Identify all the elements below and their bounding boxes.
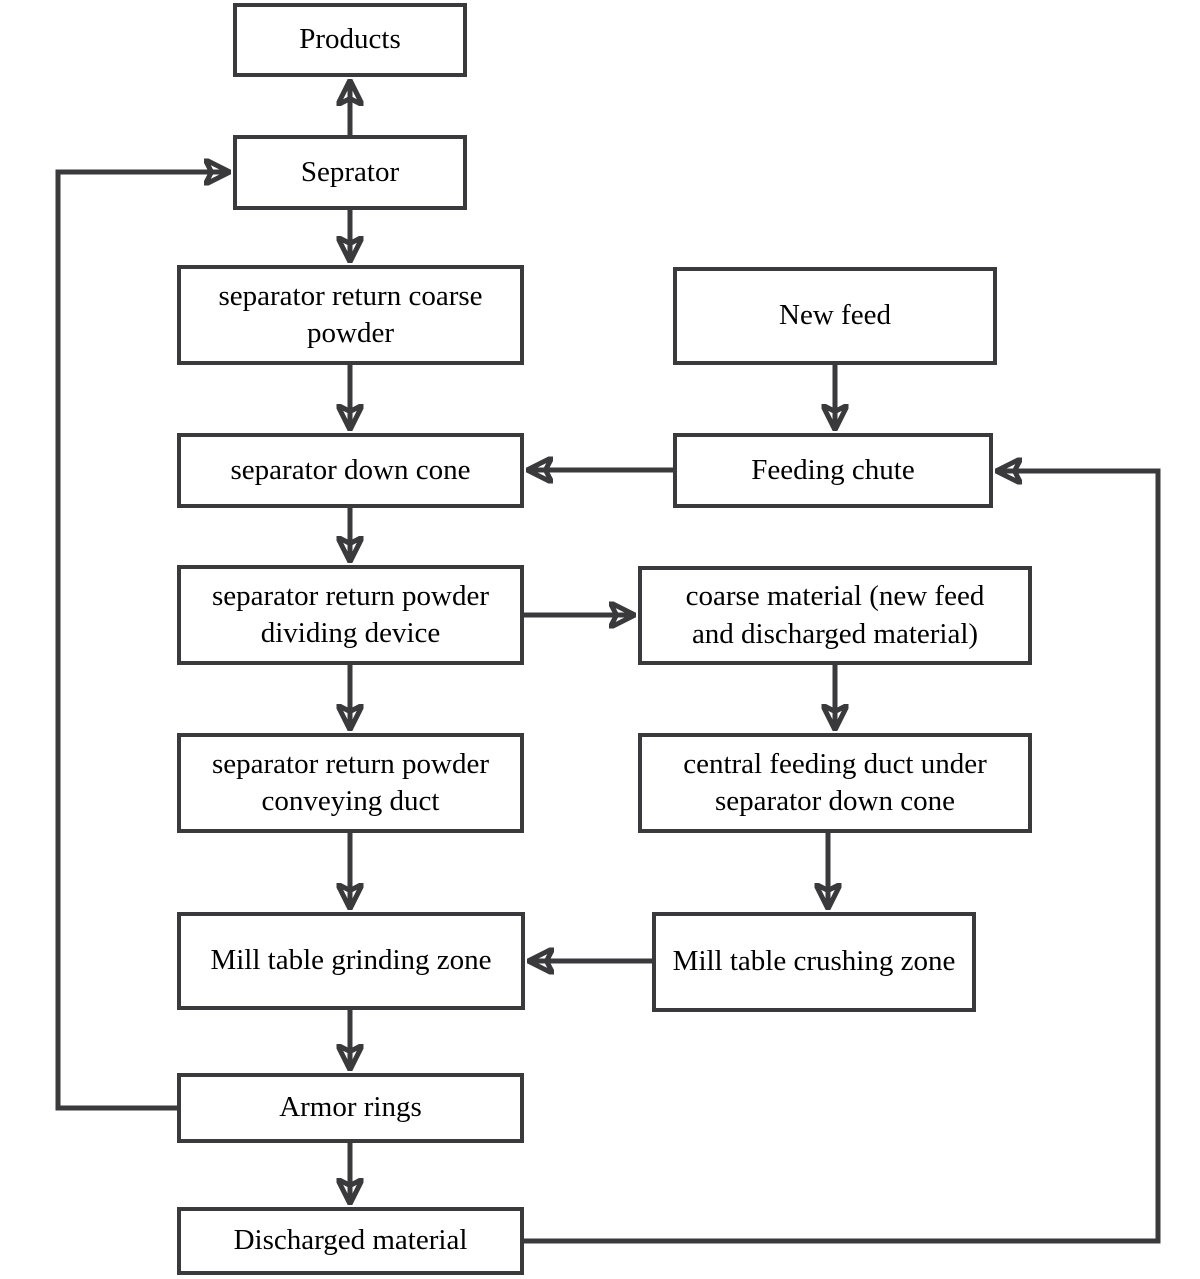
node-separator-return-coarse-powder: separator return coarse powder bbox=[177, 265, 524, 365]
node-discharged-label: Discharged material bbox=[233, 1224, 468, 1257]
node-central-duct-label-line1: central feeding duct under bbox=[683, 747, 987, 780]
node-conveying-duct-label-line2: conveying duct bbox=[261, 785, 440, 817]
node-feeding-chute-label: Feeding chute bbox=[751, 453, 915, 486]
node-seprator: Seprator bbox=[233, 135, 467, 210]
node-central-feeding-duct: central feeding duct under separator dow… bbox=[638, 733, 1032, 833]
node-dividing-device-label-line2: dividing device bbox=[260, 617, 441, 649]
feedback-discharged-to-feeding-chute bbox=[523, 471, 1161, 1244]
node-products: Products bbox=[233, 3, 467, 77]
node-products-label: Products bbox=[299, 23, 401, 56]
feedback-armor-rings-to-seprator bbox=[55, 172, 229, 1111]
node-mill-table-crushing-zone: Mill table crushing zone bbox=[652, 912, 976, 1012]
node-return-coarse-label-line1: separator return coarse bbox=[218, 279, 483, 312]
node-dividing-device-label-line1: separator return powder bbox=[212, 579, 489, 612]
node-new-feed-label: New feed bbox=[779, 299, 891, 332]
node-feeding-chute: Feeding chute bbox=[673, 433, 993, 508]
node-central-duct-label-line2: separator down cone bbox=[715, 785, 955, 817]
node-grinding-zone-label: Mill table grinding zone bbox=[210, 944, 492, 977]
node-return-coarse-label-line2: powder bbox=[307, 317, 394, 349]
node-mill-table-grinding-zone: Mill table grinding zone bbox=[177, 912, 525, 1010]
node-new-feed: New feed bbox=[673, 267, 997, 365]
node-conveying-duct-label-line1: separator return powder bbox=[212, 747, 489, 780]
node-discharged-material: Discharged material bbox=[177, 1207, 524, 1275]
node-separator-down-cone: separator down cone bbox=[177, 433, 524, 508]
node-armor-rings: Armor rings bbox=[177, 1073, 524, 1143]
node-coarse-material-label-line1: coarse material (new feed bbox=[685, 580, 985, 613]
node-seprator-label: Seprator bbox=[300, 155, 400, 188]
node-crushing-zone-label: Mill table crushing zone bbox=[672, 945, 956, 978]
node-separator-return-powder-dividing-device: separator return powder dividing device bbox=[177, 565, 524, 665]
node-coarse-material: coarse material (new feed and discharged… bbox=[638, 566, 1032, 665]
node-coarse-material-label-line2: and discharged material) bbox=[691, 617, 979, 650]
node-down-cone-label: separator down cone bbox=[230, 453, 471, 486]
node-armor-rings-label: Armor rings bbox=[279, 1091, 422, 1124]
node-separator-return-powder-conveying-duct: separator return powder conveying duct bbox=[177, 733, 524, 833]
